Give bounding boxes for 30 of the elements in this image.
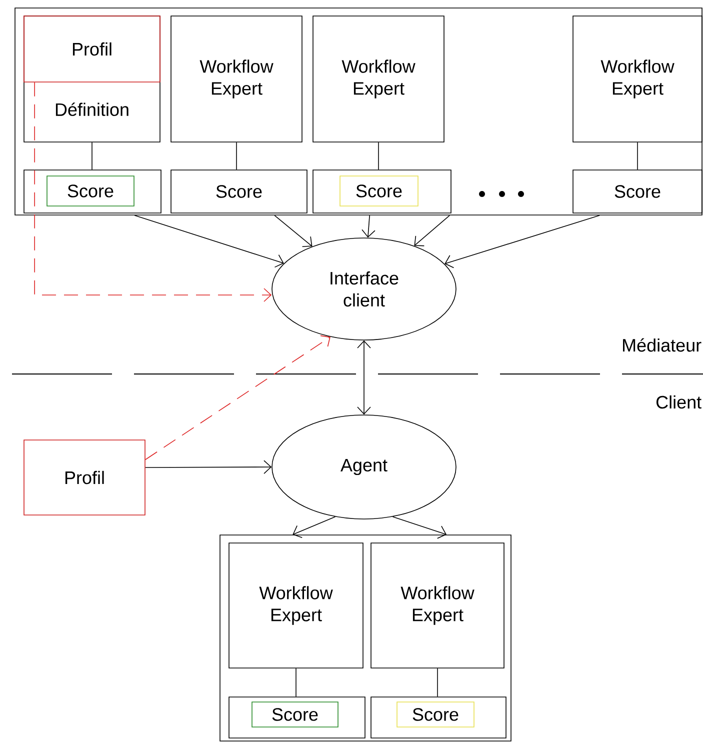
zone-label: Médiateur	[623, 338, 702, 352]
score-label: Score	[396, 702, 474, 728]
connector-line	[378, 142, 379, 170]
workflow-box: Workflow Expert	[370, 542, 504, 668]
arrow	[292, 516, 336, 538]
arrow	[145, 460, 272, 474]
arrow	[444, 215, 600, 268]
score-label: Score	[340, 176, 418, 206]
score-label: Score	[252, 702, 338, 728]
arrow	[362, 215, 376, 238]
arrow	[134, 215, 284, 268]
arrow	[357, 340, 371, 415]
connector-line	[236, 142, 237, 170]
arrow	[414, 215, 450, 246]
score-box: Score	[572, 170, 702, 214]
connector-line	[637, 142, 638, 170]
workflow-box: Workflow Expert	[170, 16, 302, 142]
arrow	[274, 215, 312, 248]
arrow	[392, 516, 447, 539]
workflow-box: Workflow Expert	[312, 16, 444, 142]
arrow	[145, 335, 330, 460]
score-label: Score	[46, 176, 134, 206]
connector-line	[437, 668, 438, 697]
workflow-box: Workflow Expert	[228, 542, 364, 668]
zone-label: Client	[656, 395, 702, 409]
score-box: Score	[170, 170, 308, 214]
workflow-box: Workflow Expert	[572, 16, 702, 142]
arrow	[34, 82, 272, 302]
profile-box: Profil	[24, 440, 146, 516]
profile-box: Profil	[24, 16, 160, 82]
